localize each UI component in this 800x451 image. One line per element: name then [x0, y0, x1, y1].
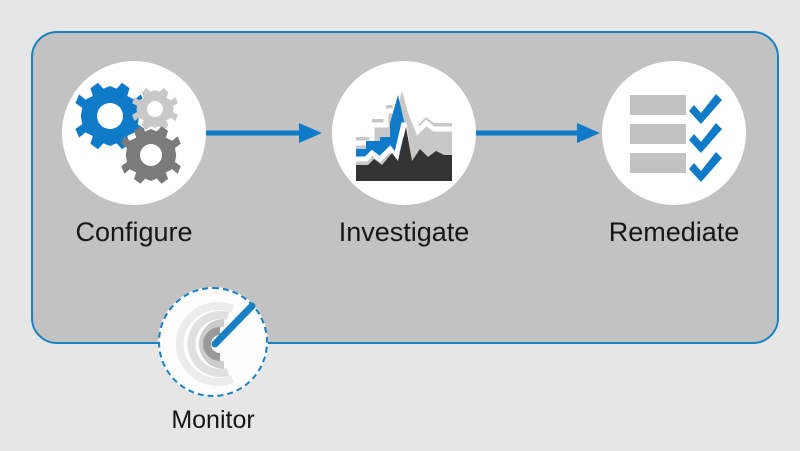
- radar-gauge-icon: [175, 302, 256, 386]
- checklist-icon: [630, 94, 722, 182]
- step-configure-label: Configure: [75, 217, 193, 247]
- step-remediate-disc: [602, 61, 746, 205]
- step-investigate-label: Investigate: [338, 217, 470, 247]
- arrow-right-icon: [204, 120, 322, 146]
- step-configure[interactable]: Configure: [62, 61, 206, 248]
- step-remediate-label: Remediate: [608, 217, 740, 247]
- step-investigate[interactable]: Investigate: [332, 61, 476, 248]
- step-monitor-label: Monitor: [171, 406, 255, 434]
- arrow-right-icon: [474, 120, 600, 146]
- step-monitor[interactable]: Monitor: [158, 287, 268, 436]
- area-chart-icon: [356, 71, 452, 181]
- step-monitor-disc: [158, 287, 268, 397]
- step-configure-disc: [62, 61, 206, 205]
- gears-icon: [75, 82, 181, 184]
- step-investigate-disc: [332, 61, 476, 205]
- step-remediate[interactable]: Remediate: [602, 61, 746, 248]
